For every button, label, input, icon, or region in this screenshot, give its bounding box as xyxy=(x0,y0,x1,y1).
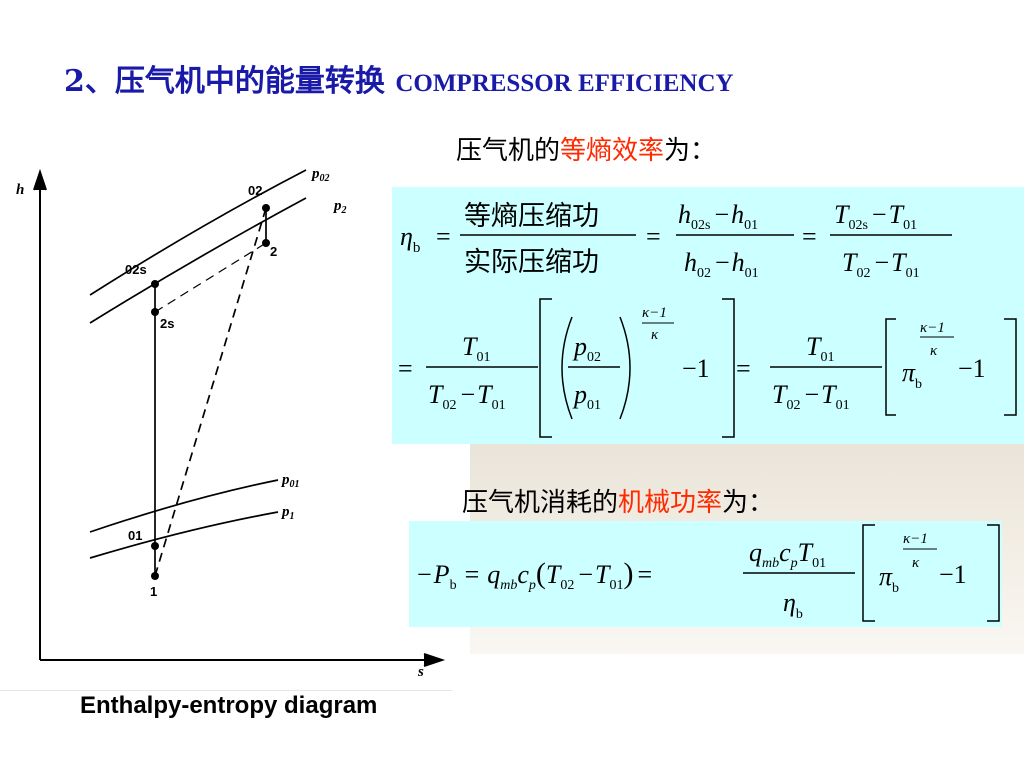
point-1 xyxy=(151,572,159,580)
heading-highlight: 机械功率 xyxy=(618,488,723,518)
symbol-eta: ηb xyxy=(400,222,420,256)
svg-text:T01: T01 xyxy=(806,332,834,365)
svg-text:ηb: ηb xyxy=(783,588,803,622)
label-point-2s: 2s xyxy=(160,316,174,331)
exponent-1: κ−1 κ xyxy=(642,305,667,343)
point-02s xyxy=(151,280,159,288)
point-01 xyxy=(151,542,159,550)
denominator-actual-work: 实际压缩功 xyxy=(464,247,599,277)
isobar-p1 xyxy=(89,511,279,559)
svg-text:κ−1: κ−1 xyxy=(903,531,928,547)
left-bracket-2 xyxy=(885,318,896,416)
diagram-caption: Enthalpy-entropy diagram xyxy=(80,692,378,719)
svg-text:qmbcpT01: qmbcpT01 xyxy=(749,538,826,571)
efficiency-equations: ηb = = = = = 等熵压缩功 实际压缩功 h02s−h01 h02−h0… xyxy=(398,200,1017,438)
minus-one-2: −1 xyxy=(958,354,986,383)
enthalpy-entropy-diagram: h s p02 p2 p01 p1 02 2 02s 2s 01 1 xyxy=(16,166,446,680)
label-p01: p01 xyxy=(280,472,300,490)
heading-highlight: 等熵效率 xyxy=(560,136,665,166)
title-english: COMPRESSOR EFFICIENCY xyxy=(395,70,734,97)
isobar-p2 xyxy=(89,197,307,324)
heading-text: 压气机消耗的 xyxy=(462,488,619,518)
point-2s xyxy=(151,308,159,316)
label-point-2: 2 xyxy=(270,244,277,259)
svg-text:T02s−T01: T02s−T01 xyxy=(834,200,917,233)
isobar-p01 xyxy=(89,479,279,533)
exponent-3: κ−1 κ xyxy=(903,531,928,571)
svg-text:κ: κ xyxy=(651,327,659,343)
point-02 xyxy=(262,204,270,212)
title-chinese: 2、压气机中的能量转换 xyxy=(64,64,385,99)
heading-suffix: 为： xyxy=(664,136,717,166)
mechanical-power-heading: 压气机消耗的机械功率为： xyxy=(462,482,774,519)
svg-text:T01: T01 xyxy=(462,332,490,365)
numerator-isentropic-work: 等熵压缩功 xyxy=(464,201,599,231)
efficiency-formula-box xyxy=(392,187,1024,444)
right-bracket-3 xyxy=(987,524,1000,622)
svg-text:−Pb=qmbcp(T02−T01)=: −Pb=qmbcp(T02−T01)= xyxy=(417,557,652,593)
minus-one-3: −1 xyxy=(939,560,967,589)
heading-text: 压气机的 xyxy=(456,136,561,166)
label-point-1: 1 xyxy=(150,584,157,599)
heading-suffix: 为： xyxy=(722,488,775,518)
svg-text:p02: p02 xyxy=(572,332,601,365)
axis-label-h: h xyxy=(16,182,24,198)
T-fraction-3: T01 T02−T01 xyxy=(772,332,850,413)
right-paren xyxy=(619,316,631,420)
power-lhs: −Pb=qmbcp(T02−T01)= xyxy=(417,557,652,593)
slide-title: 2、压气机中的能量转换 COMPRESSOR EFFICIENCY xyxy=(64,56,734,100)
svg-text:h02s−h01: h02s−h01 xyxy=(678,200,758,233)
pi-term-2: πb xyxy=(879,562,899,596)
svg-text:πb: πb xyxy=(902,358,922,392)
svg-text:κ−1: κ−1 xyxy=(920,320,945,336)
point-2 xyxy=(262,239,270,247)
line-2s-2 xyxy=(154,242,267,313)
svg-text:p01: p01 xyxy=(572,380,601,413)
isentropic-efficiency-heading: 压气机的等熵效率为： xyxy=(456,130,716,167)
h-axis-arrow xyxy=(33,168,47,191)
left-bracket-3 xyxy=(862,524,875,622)
actual-process-line xyxy=(154,207,267,577)
label-p02: p02 xyxy=(310,166,330,184)
svg-text:h02−h01: h02−h01 xyxy=(684,248,759,281)
axis-label-s: s xyxy=(417,664,424,680)
svg-text:κ: κ xyxy=(930,343,938,359)
svg-text:T02−T01: T02−T01 xyxy=(842,248,920,281)
exponent-2: κ−1 κ xyxy=(920,320,945,359)
label-point-02s: 02s xyxy=(125,262,147,277)
right-bracket-1 xyxy=(722,298,735,438)
s-axis-arrow xyxy=(423,653,446,667)
svg-text:T02−T01: T02−T01 xyxy=(772,380,850,413)
equals-3: = xyxy=(802,222,817,251)
svg-text:κ: κ xyxy=(912,555,920,571)
power-equation: −Pb=qmbcp(T02−T01)= qmbcpT01 ηb πb κ−1 κ… xyxy=(417,524,1000,622)
equals-1: = xyxy=(436,222,451,251)
isobar-p02 xyxy=(89,169,307,296)
label-point-02: 02 xyxy=(248,183,262,198)
svg-text:κ−1: κ−1 xyxy=(642,305,667,321)
equals-4: = xyxy=(398,354,413,383)
right-bracket-2 xyxy=(1004,318,1017,416)
equals-5: = xyxy=(736,354,751,383)
minus-one-1: −1 xyxy=(682,354,710,383)
power-formula-box xyxy=(409,521,1002,627)
left-paren xyxy=(561,316,573,420)
svg-text:πb: πb xyxy=(879,562,899,596)
T-fraction-1: T02s−T01 T02−T01 xyxy=(834,200,920,281)
left-bracket-1 xyxy=(539,298,552,438)
h-fraction: h02s−h01 h02−h01 xyxy=(678,200,759,281)
T-fraction-2: T01 T02−T01 xyxy=(428,332,506,413)
label-p1: p1 xyxy=(280,504,295,522)
caption-separator xyxy=(0,690,452,691)
label-p2: p2 xyxy=(332,198,347,216)
pi-term-1: πb xyxy=(902,358,922,392)
pressure-ratio: p02 p01 xyxy=(572,332,601,413)
power-fraction: qmbcpT01 ηb xyxy=(749,538,826,622)
label-point-01: 01 xyxy=(128,528,142,543)
equals-2: = xyxy=(646,222,661,251)
svg-text:T02−T01: T02−T01 xyxy=(428,380,506,413)
